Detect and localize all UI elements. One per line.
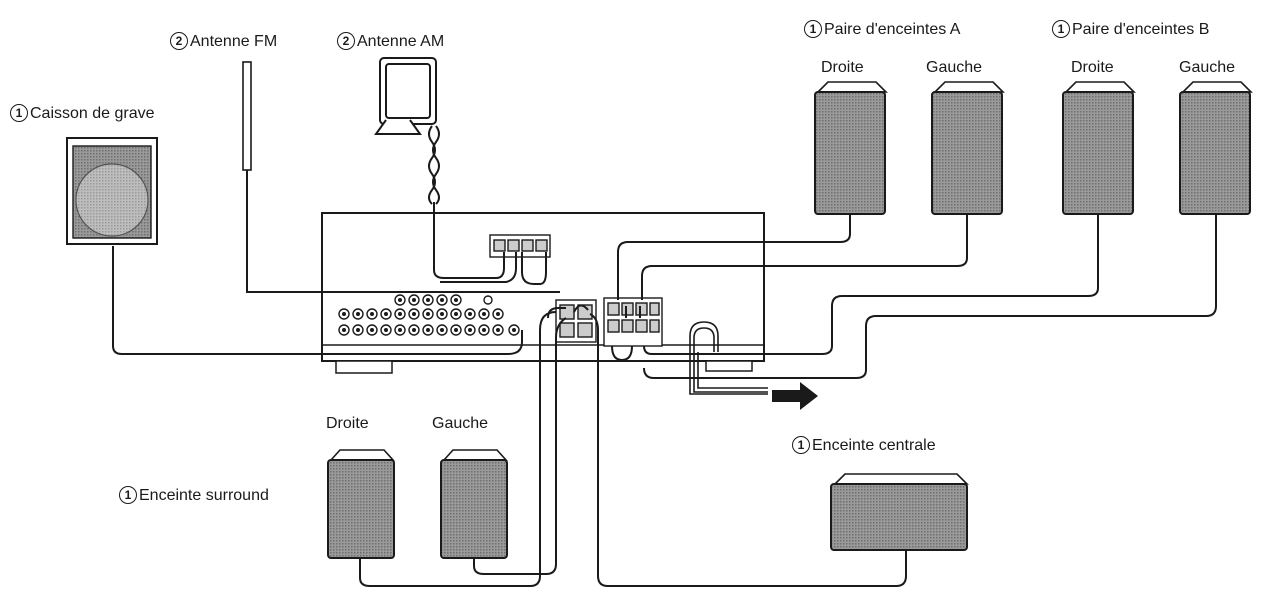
center-label-text: Enceinte centrale [812, 437, 936, 454]
rca-jack-grid [338, 294, 520, 336]
number-badge: 1 [1052, 20, 1070, 38]
subwoofer [66, 137, 523, 355]
surround-label-text: Enceinte surround [139, 487, 269, 504]
fm-antenna-label-text: Antenne FM [190, 33, 278, 50]
number-badge: 1 [792, 436, 810, 454]
number-badge: 2 [337, 32, 355, 50]
surround-speaker-right [327, 449, 395, 559]
speaker-a-right-label: Droite [821, 59, 864, 76]
arrow-icon [772, 382, 818, 410]
surround-right-label: Droite [326, 415, 369, 432]
speaker-a-left-label: Gauche [926, 59, 983, 76]
speaker-b-left-label: Gauche [1179, 59, 1236, 76]
speaker-b-left [1179, 81, 1253, 215]
fm-antenna [242, 61, 560, 293]
number-badge: 2 [170, 32, 188, 50]
number-badge: 1 [804, 20, 822, 38]
power-cord [689, 321, 768, 395]
front-speaker-terminals [603, 297, 663, 347]
speakers-b-label-text: Paire d'enceintes B [1072, 21, 1210, 38]
am-loop-antenna [374, 57, 547, 285]
surround-speaker-left [440, 449, 508, 559]
number-badge: 1 [119, 486, 137, 504]
surround-center-cables [359, 304, 907, 587]
front-speaker-cables [611, 214, 1217, 379]
antenna-terminal-block [489, 234, 551, 258]
speaker-b-right-label: Droite [1071, 59, 1114, 76]
number-badge: 1 [10, 104, 28, 122]
subwoofer-label-text: Caisson de grave [30, 105, 155, 122]
am-antenna-label-text: Antenne AM [357, 33, 445, 50]
center-speaker [830, 473, 969, 551]
surround-left-label: Gauche [432, 415, 489, 432]
speaker-a-left [931, 81, 1005, 215]
speakers-a-label-text: Paire d'enceintes A [824, 21, 961, 38]
speaker-a-right [814, 81, 888, 215]
speaker-b-right [1062, 81, 1136, 215]
